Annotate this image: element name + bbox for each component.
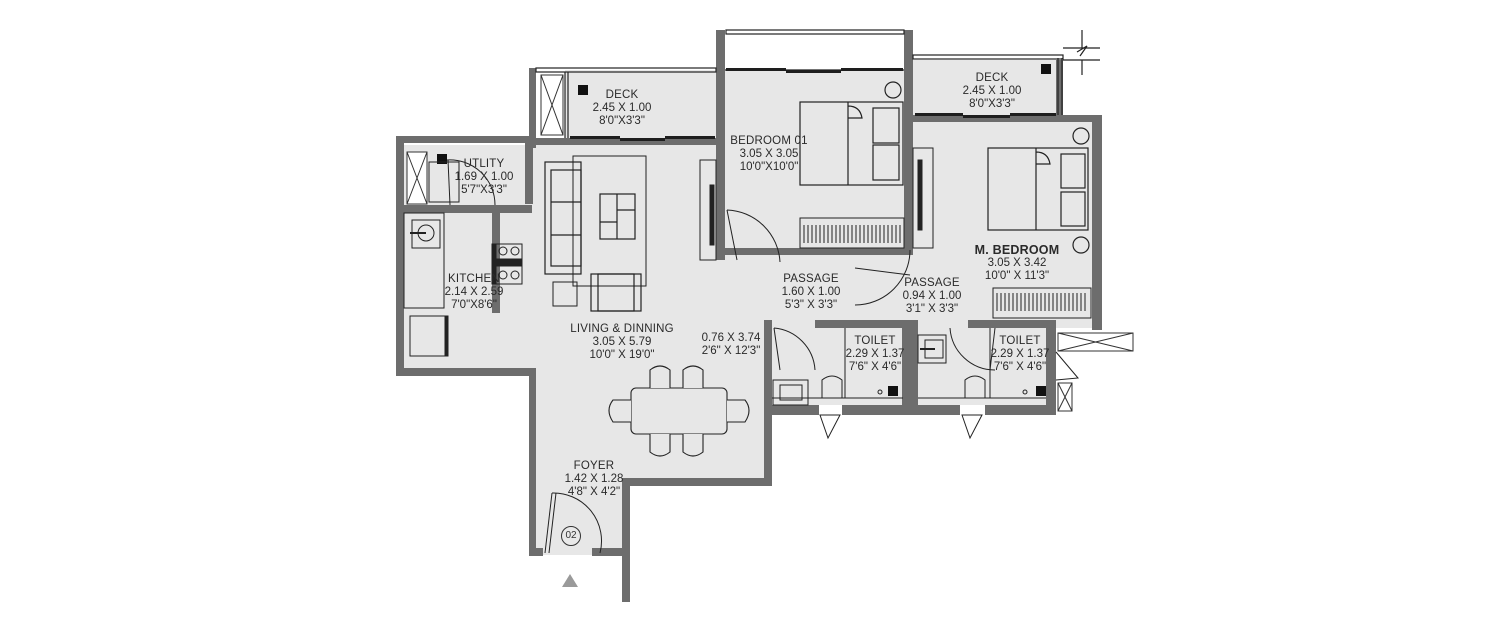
room-imperial: 10'0" X 19'0" bbox=[589, 349, 655, 361]
room-imperial: 4'8" X 4'2" bbox=[567, 486, 621, 498]
room-metric: 1.60 X 1.00 bbox=[781, 286, 841, 298]
room-name: DECK bbox=[605, 89, 639, 101]
room-name: LIVING & DINNING bbox=[570, 323, 674, 335]
room-metric: 1.69 X 1.00 bbox=[454, 171, 514, 183]
room-metric: 0.76 X 3.74 bbox=[701, 332, 761, 344]
room-imperial: 10'0" X 11'3" bbox=[984, 270, 1050, 282]
room-label-kitchen: KITCHEN 2.14 X 2.59 7'0"X8'6" bbox=[445, 273, 504, 312]
room-metric: 3.05 X 5.79 bbox=[592, 336, 652, 348]
room-metric: 2.14 X 2.59 bbox=[444, 286, 504, 298]
dining-set bbox=[608, 365, 750, 457]
room-imperial: 10'0"X10'0" bbox=[739, 161, 799, 173]
room-label-deck-right: DECK 2.45 X 1.00 8'0"X3'3" bbox=[963, 72, 1022, 111]
room-label-passage-2: PASSAGE 0.94 X 1.00 3'1" X 3'3" bbox=[903, 277, 962, 316]
room-metric: 0.94 X 1.00 bbox=[902, 290, 962, 302]
room-metric: 2.29 X 1.37 bbox=[845, 348, 905, 360]
room-metric: 2.29 X 1.37 bbox=[990, 348, 1050, 360]
room-imperial: 5'3" X 3'3" bbox=[784, 299, 838, 311]
room-name: PASSAGE bbox=[783, 273, 839, 285]
room-name: DECK bbox=[975, 72, 1009, 84]
room-metric: 3.05 X 3.42 bbox=[987, 257, 1047, 269]
room-imperial: 7'6" X 4'6" bbox=[993, 361, 1047, 373]
room-label-bedroom-01: BEDROOM 01 3.05 X 3.05 10'0"X10'0" bbox=[730, 135, 807, 174]
room-name: TOILET bbox=[999, 335, 1041, 347]
window-sills bbox=[799, 217, 1092, 319]
room-label-toilet-1: TOILET 2.29 X 1.37 7'6" X 4'6" bbox=[846, 335, 905, 374]
room-label-passage-1: PASSAGE 1.60 X 1.00 5'3" X 3'3" bbox=[782, 273, 841, 312]
room-imperial: 2'6" X 12'3" bbox=[701, 345, 761, 357]
sliding-doors bbox=[570, 68, 1056, 141]
walls bbox=[396, 30, 1102, 602]
room-name: FOYER bbox=[573, 460, 615, 472]
room-imperial: 5'7"X3'3" bbox=[461, 184, 507, 196]
room-name: UTLITY bbox=[463, 158, 505, 170]
room-imperial: 3'1" X 3'3" bbox=[905, 303, 959, 315]
living-furniture bbox=[544, 155, 647, 312]
room-metric: 1.42 X 1.28 bbox=[564, 473, 624, 485]
bathroom-fixtures bbox=[772, 328, 1046, 406]
wardrobes bbox=[699, 147, 934, 261]
room-name: KITCHEN bbox=[448, 273, 500, 285]
room-label-utility: UTLITY 1.69 X 1.00 5'7"X3'3" bbox=[455, 158, 514, 197]
room-label-alcove: 0.76 X 3.74 2'6" X 12'3" bbox=[702, 332, 761, 358]
room-metric: 2.45 X 1.00 bbox=[962, 85, 1022, 97]
room-name: PASSAGE bbox=[904, 277, 960, 289]
doors bbox=[446, 159, 1080, 554]
shafts bbox=[406, 74, 1134, 412]
room-metric: 3.05 X 3.05 bbox=[739, 148, 799, 160]
room-metric: 2.45 X 1.00 bbox=[592, 102, 652, 114]
room-imperial: 8'0"X3'3" bbox=[599, 115, 645, 127]
room-label-deck-left: DECK 2.45 X 1.00 8'0"X3'3" bbox=[593, 89, 652, 128]
service-markers bbox=[437, 64, 1051, 396]
room-label-toilet-2: TOILET 2.29 X 1.37 7'6" X 4'6" bbox=[991, 335, 1050, 374]
kitchen-fixtures bbox=[403, 161, 523, 357]
room-imperial: 7'6" X 4'6" bbox=[848, 361, 902, 373]
beds bbox=[799, 81, 1090, 254]
room-name: M. BEDROOM bbox=[974, 243, 1060, 257]
room-label-m-bedroom: M. BEDROOM 3.05 X 3.42 10'0" X 11'3" bbox=[975, 244, 1060, 283]
unit-number-badge: 02 bbox=[561, 526, 581, 546]
room-name: TOILET bbox=[854, 335, 896, 347]
room-imperial: 8'0"X3'3" bbox=[969, 98, 1015, 110]
entry-arrow-icon bbox=[562, 574, 578, 587]
room-name: BEDROOM 01 bbox=[730, 135, 808, 147]
room-imperial: 7'0"X8'6" bbox=[451, 299, 497, 311]
room-label-foyer: FOYER 1.42 X 1.28 4'8" X 4'2" bbox=[565, 460, 624, 499]
room-label-living-dinning: LIVING & DINNING 3.05 X 5.79 10'0" X 19'… bbox=[570, 323, 674, 362]
